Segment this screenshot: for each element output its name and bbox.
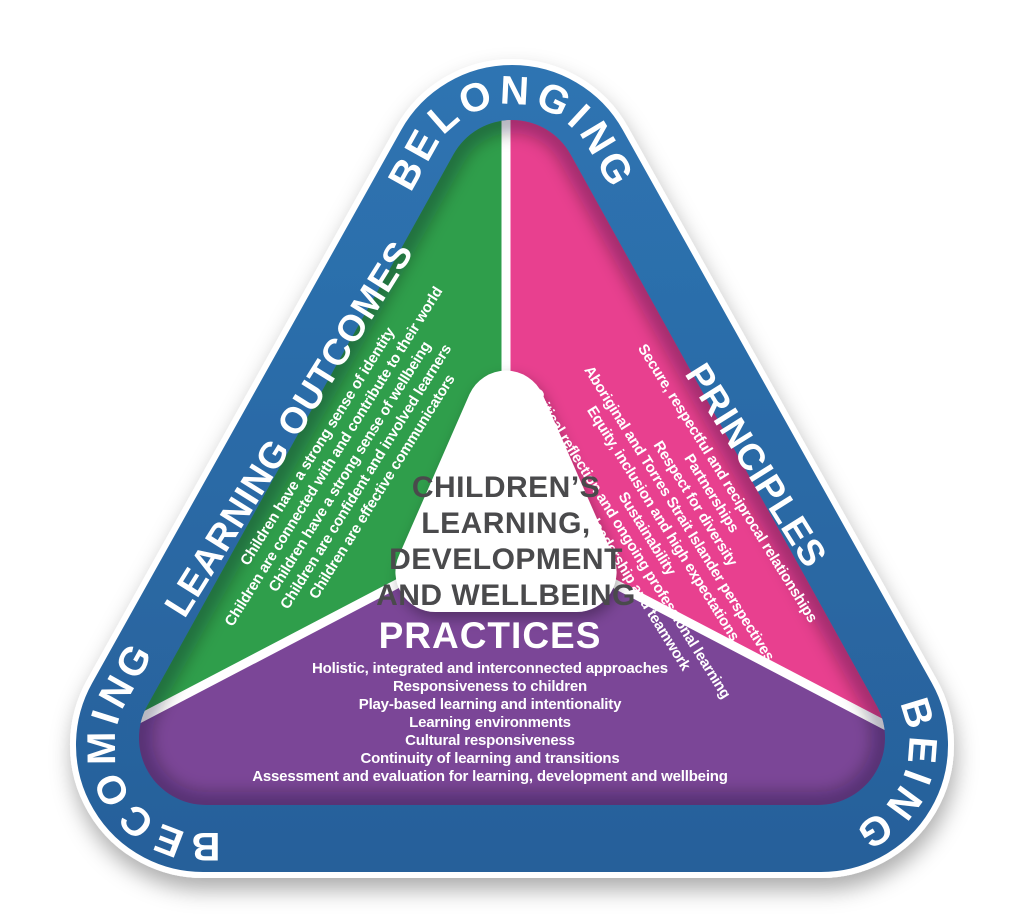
inner-rim-shadow — [138, 119, 886, 805]
practices-section — [138, 527, 886, 805]
center-white-triangle — [395, 370, 617, 612]
